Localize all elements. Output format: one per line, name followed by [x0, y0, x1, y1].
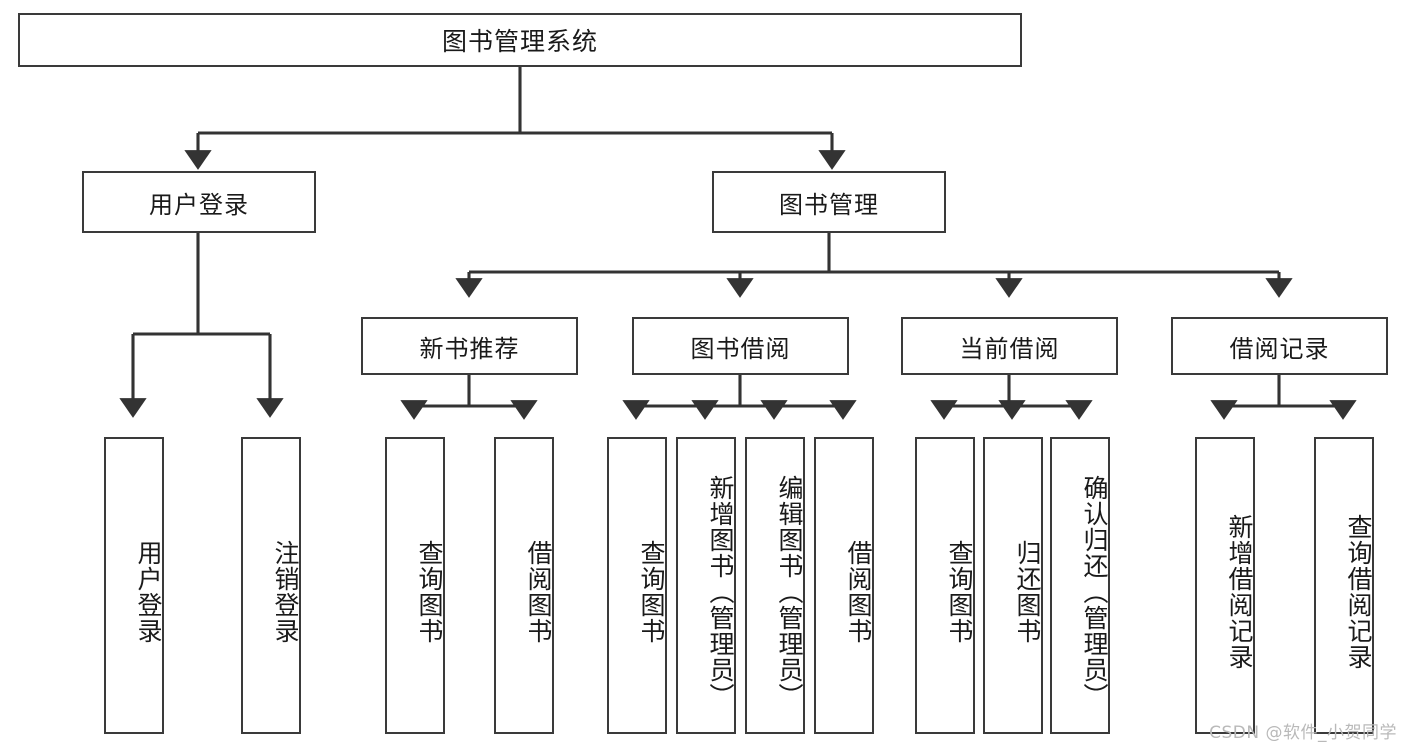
node-leaf-query-record-label: 查询借阅记录: [1344, 513, 1373, 670]
node-leaf-return-book-label: 归还图书: [1013, 539, 1042, 644]
node-new-book-recommend[interactable]: 新书推荐: [361, 317, 578, 375]
node-leaf-query-book-3-label: 查询图书: [945, 539, 974, 644]
node-current-borrow-label: 当前借阅: [959, 334, 1060, 363]
node-leaf-logout-label: 注销登录: [271, 539, 300, 644]
node-leaf-add-record-label: 新增借阅记录: [1225, 513, 1254, 670]
node-leaf-borrow-book-2-label: 借阅图书: [844, 539, 873, 644]
node-leaf-confirm-return[interactable]: 确认归还（管理员）: [1050, 437, 1110, 734]
node-leaf-borrow-book-1-label: 借阅图书: [524, 539, 553, 644]
node-root[interactable]: 图书管理系统: [18, 13, 1022, 67]
node-leaf-logout[interactable]: 注销登录: [241, 437, 301, 734]
node-leaf-user-login-label: 用户登录: [134, 539, 163, 644]
node-book-borrow[interactable]: 图书借阅: [632, 317, 849, 375]
node-root-label: 图书管理系统: [441, 27, 598, 56]
node-leaf-borrow-book-1[interactable]: 借阅图书: [494, 437, 554, 734]
node-leaf-add-book-label: 新增图书（管理员）: [706, 474, 735, 709]
node-leaf-query-book-3[interactable]: 查询图书: [915, 437, 975, 734]
node-leaf-query-book-2-label: 查询图书: [637, 539, 666, 644]
node-book-manage[interactable]: 图书管理: [712, 171, 946, 233]
node-borrow-record-label: 借阅记录: [1229, 334, 1330, 363]
node-leaf-edit-book[interactable]: 编辑图书（管理员）: [745, 437, 805, 734]
node-book-borrow-label: 图书借阅: [690, 334, 791, 363]
node-leaf-query-book-1[interactable]: 查询图书: [385, 437, 445, 734]
node-leaf-add-book[interactable]: 新增图书（管理员）: [676, 437, 736, 734]
node-leaf-add-record[interactable]: 新增借阅记录: [1195, 437, 1255, 734]
node-leaf-query-record[interactable]: 查询借阅记录: [1314, 437, 1374, 734]
node-leaf-borrow-book-2[interactable]: 借阅图书: [814, 437, 874, 734]
node-leaf-confirm-return-label: 确认归还（管理员）: [1080, 474, 1109, 709]
node-leaf-return-book[interactable]: 归还图书: [983, 437, 1043, 734]
node-leaf-query-book-2[interactable]: 查询图书: [607, 437, 667, 734]
node-leaf-user-login[interactable]: 用户登录: [104, 437, 164, 734]
node-borrow-record[interactable]: 借阅记录: [1171, 317, 1388, 375]
node-user-login[interactable]: 用户登录: [82, 171, 316, 233]
node-leaf-query-book-1-label: 查询图书: [415, 539, 444, 644]
watermark: CSDN @软件_小贺同学: [1209, 723, 1397, 743]
node-current-borrow[interactable]: 当前借阅: [901, 317, 1118, 375]
node-leaf-edit-book-label: 编辑图书（管理员）: [775, 474, 804, 709]
node-book-manage-label: 图书管理: [779, 190, 879, 219]
node-new-book-recommend-label: 新书推荐: [419, 334, 520, 363]
node-user-login-label: 用户登录: [149, 190, 249, 219]
